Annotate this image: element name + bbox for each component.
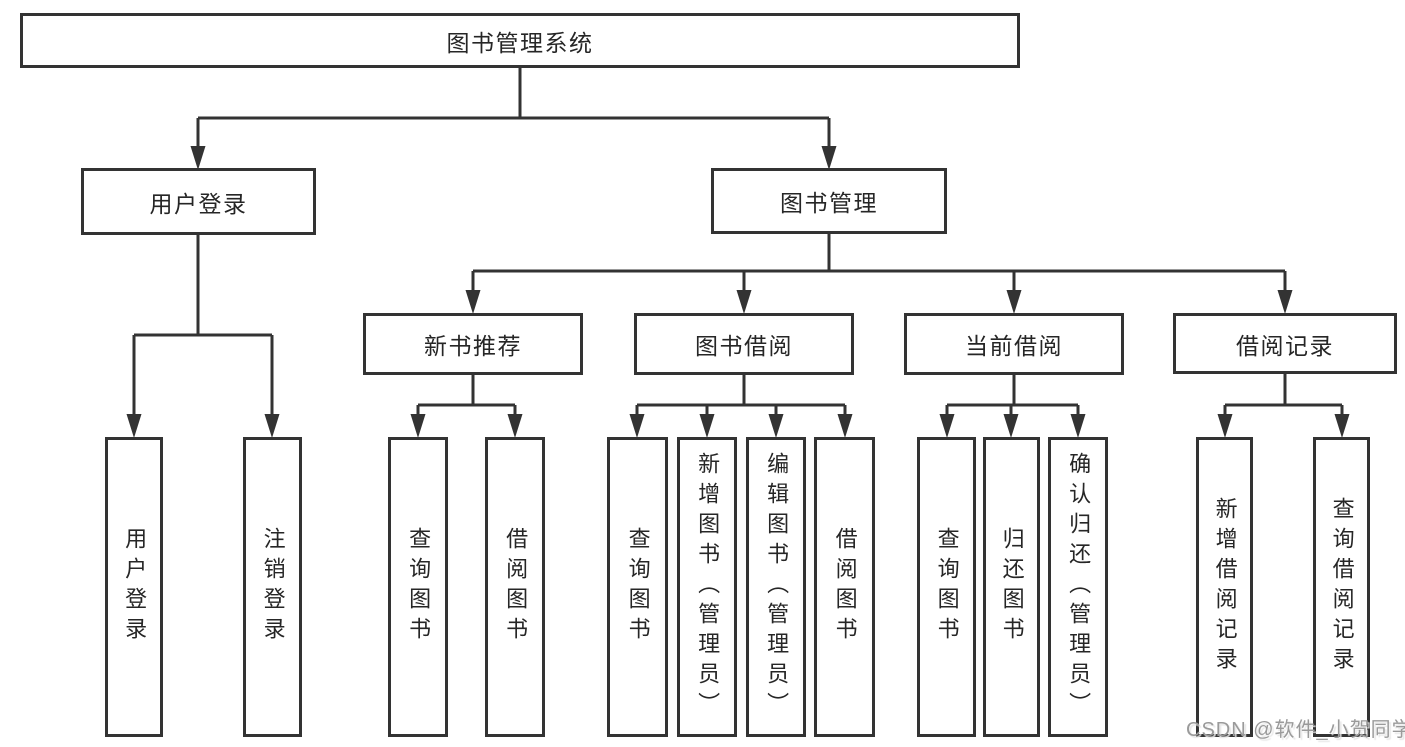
node-label: 查询图书 xyxy=(625,527,651,647)
node-label: 注销登录 xyxy=(260,527,286,647)
node-label: 用户登录 xyxy=(122,527,148,647)
node-label: 新书推荐 xyxy=(424,333,522,359)
leaf-query-books-2: 查询图书 xyxy=(607,437,668,737)
node-label: 查询图书 xyxy=(934,527,960,647)
node-label: 查询图书 xyxy=(406,527,432,647)
node-label: 借阅图书 xyxy=(832,527,858,647)
leaf-query-books-1: 查询图书 xyxy=(388,437,448,737)
leaf-borrow-books-2: 借阅图书 xyxy=(814,437,875,737)
node-label: 当前借阅 xyxy=(965,333,1063,359)
csdn-watermark: CSDN @软件_小贺同学 xyxy=(1186,719,1405,741)
node-label: 查询借阅记录 xyxy=(1329,497,1355,677)
node-borrowing-records: 借阅记录 xyxy=(1173,313,1397,374)
node-current-borrowing: 当前借阅 xyxy=(904,313,1124,375)
leaf-query-books-3: 查询图书 xyxy=(917,437,976,737)
leaf-borrow-books-1: 借阅图书 xyxy=(485,437,545,737)
node-label: 编辑图书（管理员） xyxy=(764,452,790,722)
leaf-query-borrow-record: 查询借阅记录 xyxy=(1313,437,1370,737)
node-new-book-recommend: 新书推荐 xyxy=(363,313,583,375)
leaf-logout: 注销登录 xyxy=(243,437,302,737)
leaf-add-borrow-record: 新增借阅记录 xyxy=(1196,437,1253,737)
node-label: 归还图书 xyxy=(999,527,1025,647)
node-library-management-system: 图书管理系统 xyxy=(20,13,1020,68)
node-label: 借阅图书 xyxy=(503,527,529,647)
node-label: 用户登录 xyxy=(149,190,248,217)
leaf-return-books: 归还图书 xyxy=(983,437,1040,737)
node-label: 新增图书（管理员） xyxy=(695,452,721,722)
node-label: 图书管理 xyxy=(780,190,878,216)
node-book-management: 图书管理 xyxy=(711,168,947,234)
leaf-edit-books-admin: 编辑图书（管理员） xyxy=(746,437,806,737)
node-label: 图书管理系统 xyxy=(446,29,594,56)
node-label: 确认归还（管理员） xyxy=(1066,452,1092,722)
node-label: 图书借阅 xyxy=(695,333,793,359)
node-label: 新增借阅记录 xyxy=(1212,497,1238,677)
leaf-confirm-return-admin: 确认归还（管理员） xyxy=(1048,437,1108,737)
node-label: 借阅记录 xyxy=(1236,332,1334,359)
leaf-add-books-admin: 新增图书（管理员） xyxy=(677,437,737,737)
node-user-login: 用户登录 xyxy=(81,168,316,235)
node-book-borrowing: 图书借阅 xyxy=(634,313,854,375)
leaf-user-login: 用户登录 xyxy=(105,437,163,737)
